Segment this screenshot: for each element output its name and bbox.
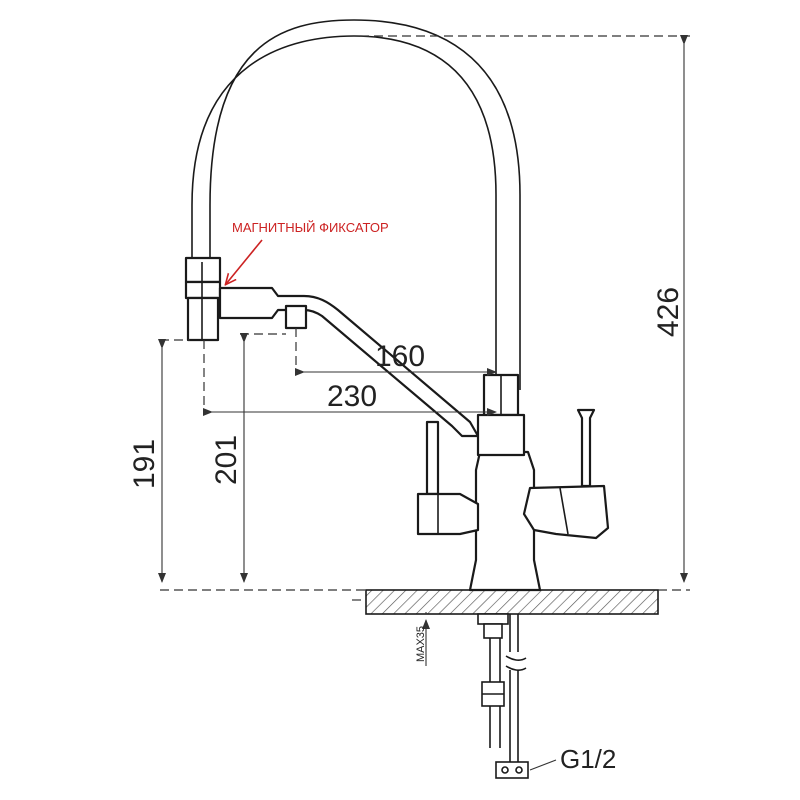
left-lever [416,420,480,536]
dim-total-height: 426 [652,287,685,337]
right-lever [522,408,610,540]
dim-outlet-height: 191 [128,439,161,489]
dimension-lines [158,35,688,666]
supply-hose [477,613,529,779]
connection-leader [529,759,557,771]
dim-reach-inner: 160 [375,340,425,373]
filter-spout [218,286,480,438]
dim-spout-height: 201 [210,435,243,485]
dim-max-thickness: MAX35 [415,626,427,662]
annotation-arrow [226,239,263,284]
faucet-body [468,373,542,592]
gooseneck-spout [191,19,521,390]
countertop [365,589,659,615]
magnetic-holder [184,256,222,342]
dim-reach-outer: 230 [327,380,377,413]
connection-label: G1/2 [560,744,616,774]
annotation-label: МАГНИТНЫЙ ФИКСАТОР [232,220,389,235]
